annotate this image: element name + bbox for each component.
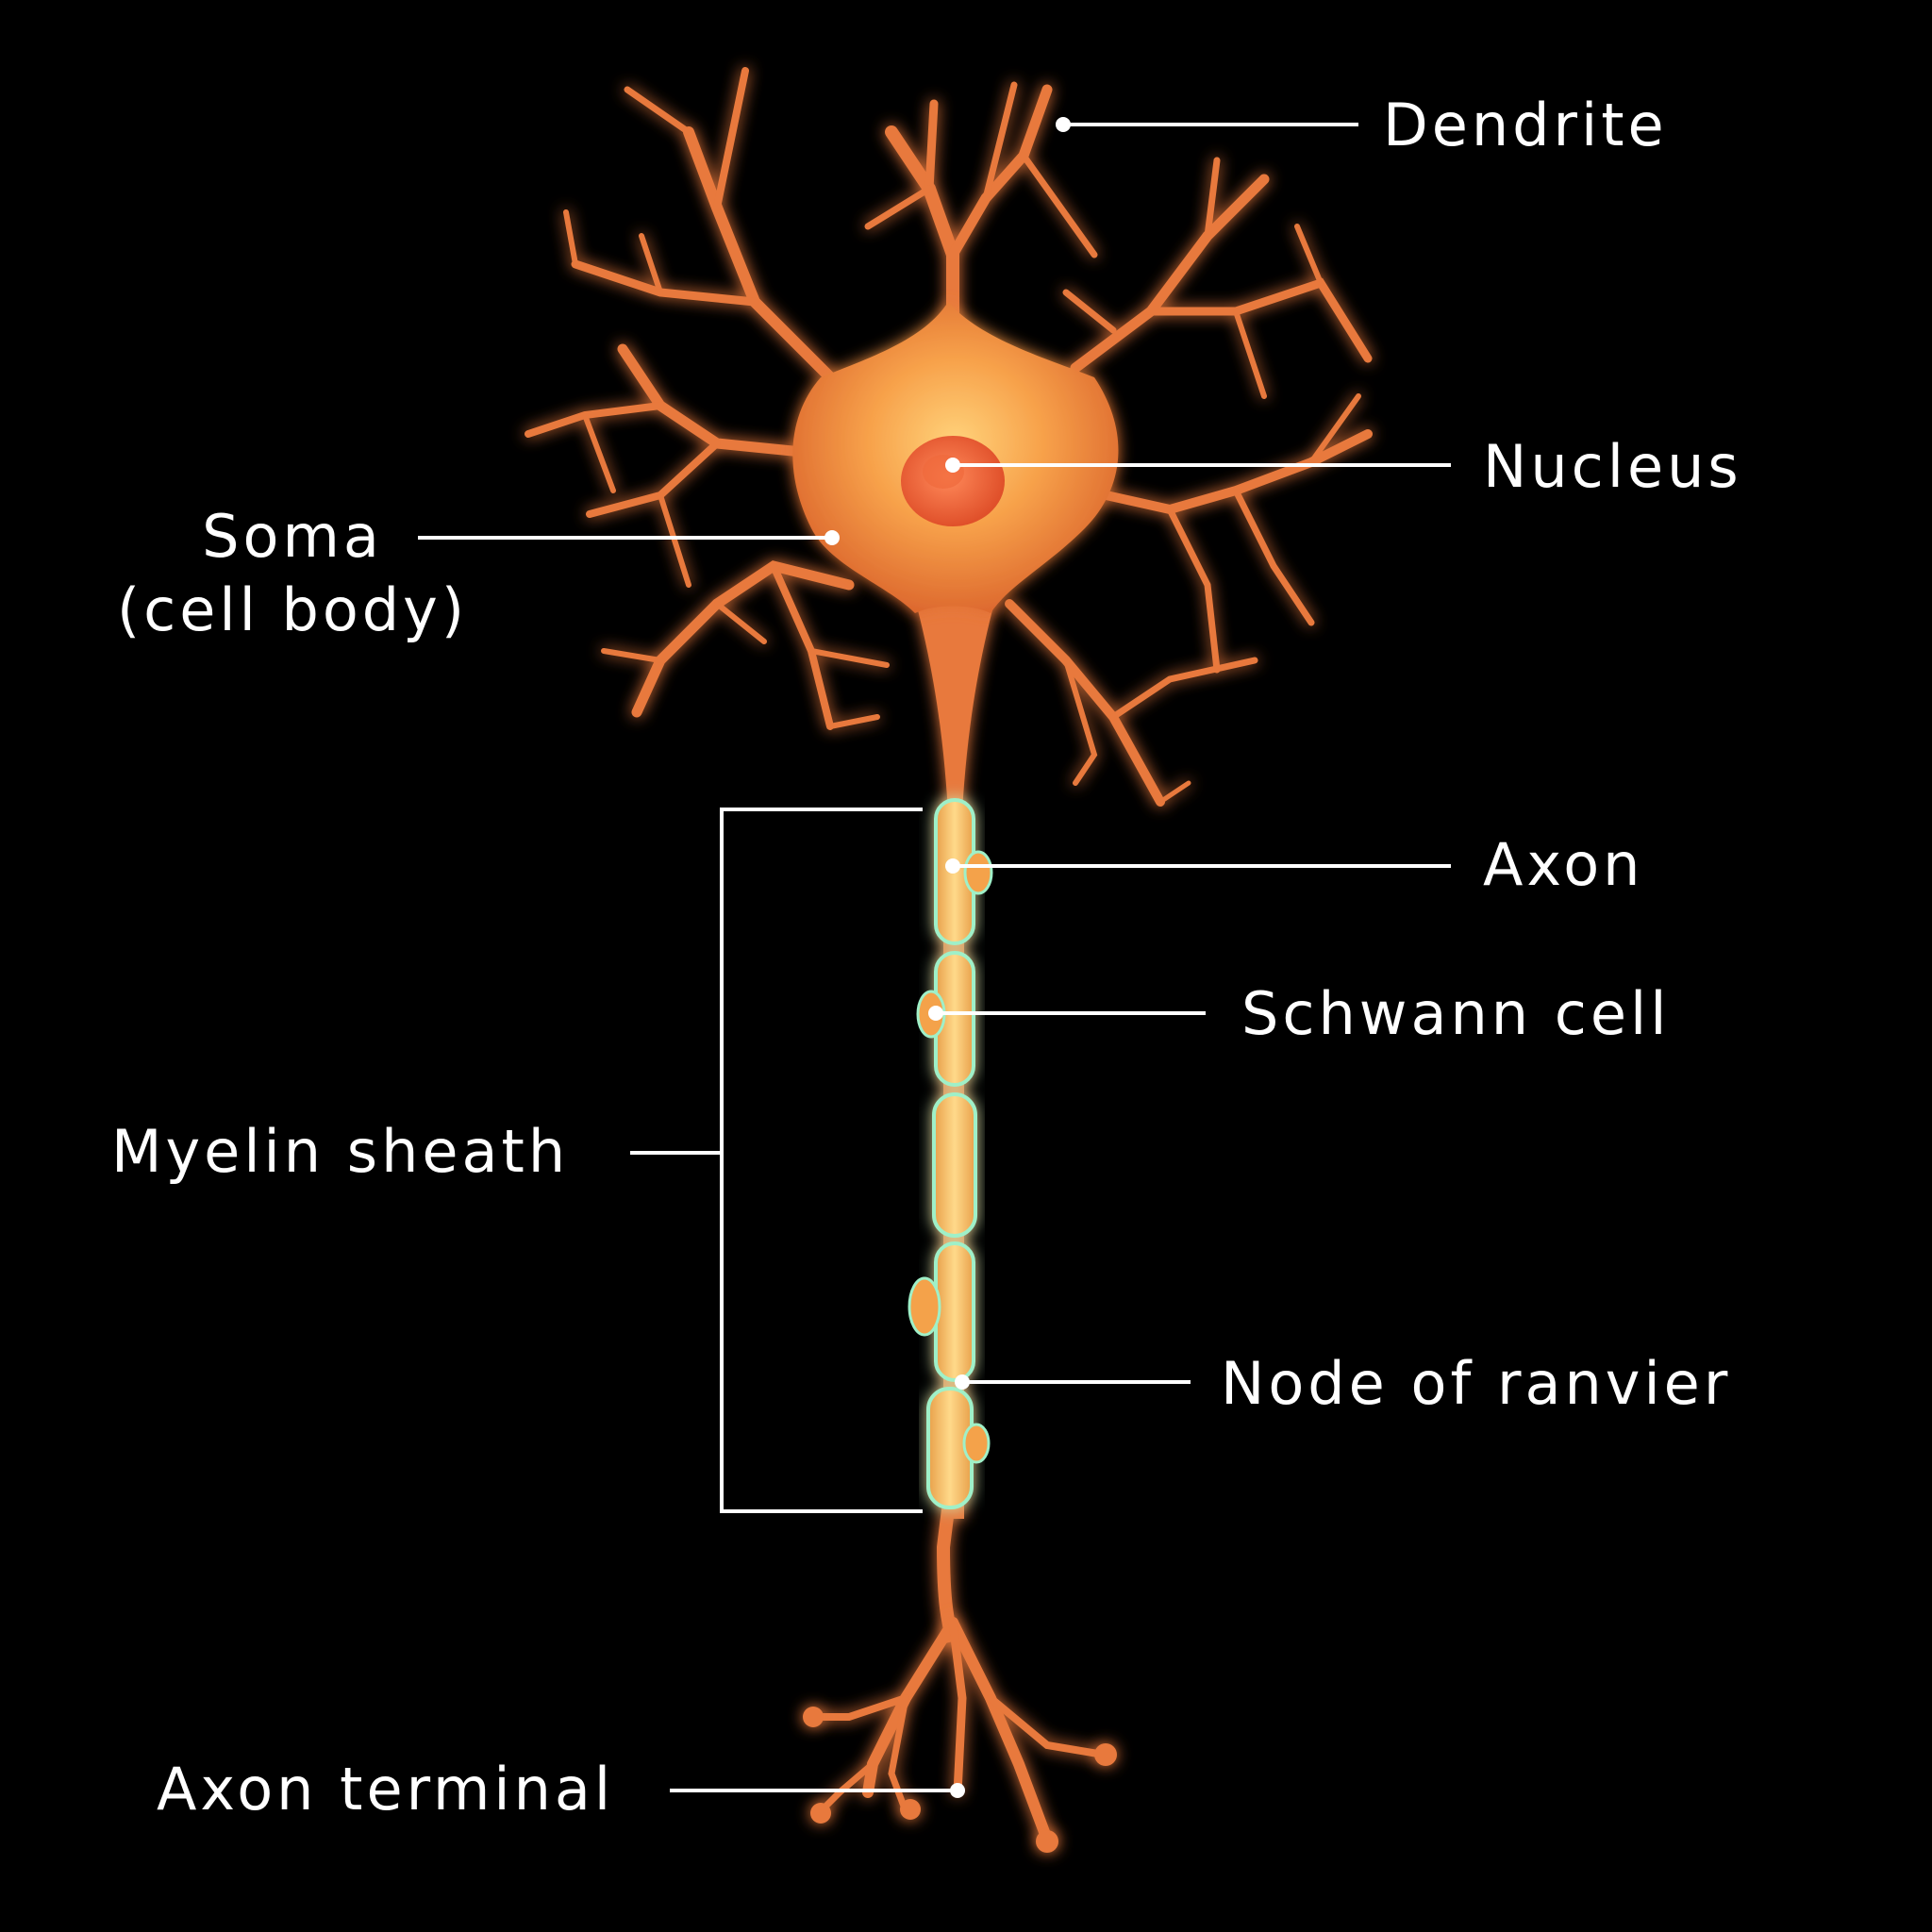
label-node-of-ranvier: Node of ranvier	[1221, 1349, 1732, 1418]
label-soma: Soma (cell body)	[104, 500, 481, 647]
leader-lines	[418, 123, 1451, 1792]
schwann-pointer-dot	[928, 1006, 943, 1021]
terminal-bouton	[900, 1799, 921, 1820]
node-pointer-dot	[955, 1374, 970, 1390]
dendrites	[525, 67, 1373, 807]
schwann-bump	[963, 850, 993, 895]
terminal-bouton	[1094, 1743, 1117, 1766]
terminal-bouton	[803, 1707, 824, 1727]
label-soma-line2: (cell body)	[116, 575, 469, 644]
schwann-bump	[908, 1276, 941, 1337]
axon-pointer-dot	[945, 858, 960, 874]
nucleus-pointer-dot	[945, 458, 960, 473]
label-axon: Axon	[1483, 830, 1644, 899]
leader-dots	[824, 117, 1071, 1798]
label-nucleus: Nucleus	[1483, 432, 1742, 501]
schwann-bump	[962, 1423, 991, 1464]
schwann-cell-nuclei	[908, 850, 993, 1464]
label-myelin-sheath: Myelin sheath	[111, 1117, 570, 1186]
label-axon-terminal: Axon terminal	[157, 1755, 615, 1824]
label-soma-line1: Soma	[202, 502, 383, 571]
axon-terminals	[808, 1617, 1108, 1845]
label-schwann-cell: Schwann cell	[1241, 979, 1671, 1048]
myelin-segment	[934, 1241, 975, 1382]
myelin-bracket	[720, 808, 923, 1513]
myelin-segment	[932, 1092, 977, 1238]
terminal-buttons	[803, 1707, 1117, 1853]
soma-pointer-dot	[824, 530, 840, 545]
terminal-bouton	[810, 1803, 831, 1824]
myelin-sheath-segments	[926, 798, 977, 1509]
label-dendrite: Dendrite	[1383, 91, 1668, 159]
terminal-pointer-dot	[950, 1783, 965, 1798]
dendrite-pointer-dot	[1056, 117, 1071, 132]
terminal-bouton	[1036, 1830, 1058, 1853]
